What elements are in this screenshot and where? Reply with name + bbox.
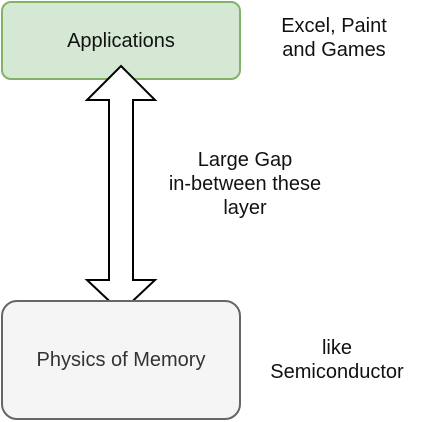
- applications-note-line-2: and Games: [282, 39, 386, 61]
- double-arrow-shape: [84, 64, 158, 314]
- gap-note: Large Gap in-between these layer: [150, 148, 340, 220]
- double-arrow-icon: [84, 64, 158, 314]
- memory-note-line-1: like: [321, 337, 352, 359]
- applications-note-line-1: Excel, Paint: [281, 15, 387, 37]
- memory-note: like Semiconductor: [252, 336, 422, 384]
- applications-note: Excel, Paint and Games: [252, 14, 416, 62]
- applications-label: Applications: [67, 29, 175, 52]
- gap-note-line-3: layer: [223, 197, 267, 219]
- gap-note-line-1: Large Gap: [197, 149, 293, 171]
- memory-note-line-2: Semiconductor: [270, 361, 404, 383]
- physics-of-memory-label: Physics of Memory: [36, 349, 206, 371]
- gap-note-line-2: in-between these: [168, 173, 322, 195]
- physics-of-memory-box: Physics of Memory: [1, 300, 241, 420]
